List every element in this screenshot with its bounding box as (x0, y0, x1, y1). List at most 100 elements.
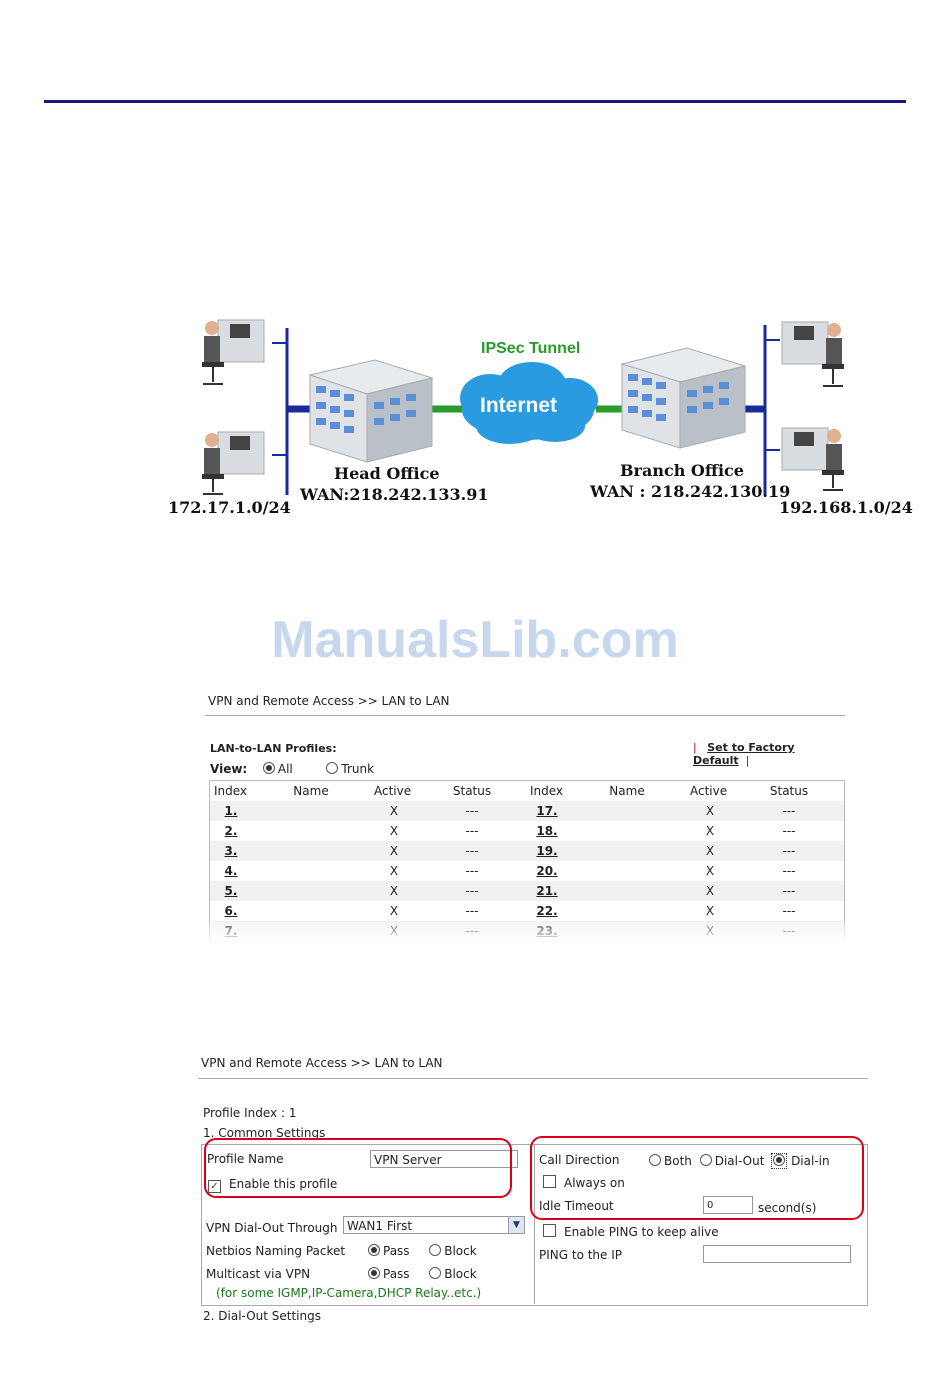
col-header: Name (609, 784, 645, 798)
table-cell (252, 861, 370, 881)
table-cell: --- (465, 904, 479, 918)
table-cell (252, 821, 370, 841)
always-on-label: Always on (564, 1176, 625, 1190)
branch-wan-label: WAN : 218.242.130.19 (590, 482, 791, 501)
table-row: 4.X---20.X--- (210, 861, 844, 881)
table-row: 3.X---19.X--- (210, 841, 844, 861)
col-header: Active (690, 784, 728, 798)
ping-ip-input[interactable] (703, 1245, 851, 1263)
profile-index-link[interactable]: 3. (210, 841, 252, 861)
profile-index-link[interactable]: 5. (210, 881, 252, 901)
table-row: 5.X---21.X--- (210, 881, 844, 901)
watermark: ManualsLib.com (271, 611, 679, 669)
table-cell (568, 841, 686, 861)
view-trunk-radio[interactable] (326, 762, 339, 774)
netbios-block-radio[interactable] (429, 1244, 442, 1256)
profile-name-input[interactable]: VPN Server (370, 1150, 518, 1168)
table-cell: X (389, 904, 399, 918)
profiles-label: LAN-to-LAN Profiles: (210, 742, 337, 755)
table-cell (568, 801, 686, 821)
col-header: Index (214, 784, 248, 798)
table-cell: --- (418, 801, 526, 821)
table-cell: X (686, 881, 734, 901)
idle-timeout-label: Idle Timeout (539, 1199, 614, 1213)
call-dialout-radio[interactable] (699, 1154, 712, 1166)
divider (205, 715, 845, 716)
table-cell (568, 861, 686, 881)
call-both-label: Both (664, 1154, 692, 1168)
table-cell: --- (782, 904, 796, 918)
netbios-pass-radio[interactable] (368, 1244, 380, 1256)
enable-ping-label: Enable PING to keep alive (564, 1225, 719, 1239)
table-cell: --- (734, 881, 844, 901)
table-cell: --- (465, 824, 479, 838)
table-cell: --- (734, 841, 844, 861)
profile-index-link[interactable]: 21. (526, 881, 568, 901)
right-subnet-label: 192.168.1.0/24 (779, 498, 913, 517)
idle-timeout-input[interactable]: 0 (703, 1196, 753, 1214)
profile-index-link[interactable]: 2. (224, 824, 238, 838)
dialout-through-value: WAN1 First (347, 1219, 413, 1233)
profiles-table: Index Name Active Status Index Name Acti… (210, 781, 844, 941)
table-cell (252, 801, 370, 821)
table-cell: X (705, 864, 715, 878)
view-row: View: All Trunk (210, 762, 374, 776)
table-cell (252, 901, 370, 921)
profile-index-link[interactable]: 4. (224, 864, 238, 878)
view-all-label: All (277, 762, 293, 776)
table-cell: X (686, 841, 734, 861)
multicast-pass-label: Pass (383, 1267, 410, 1281)
profile-index-link[interactable]: 19. (526, 841, 568, 861)
workstation-icon (781, 321, 844, 387)
table-cell: X (370, 841, 418, 861)
table-row: 6.X---22.X--- (210, 901, 844, 921)
col-header: Active (374, 784, 412, 798)
left-subnet-label: 172.17.1.0/24 (168, 498, 291, 517)
table-cell: X (389, 864, 399, 878)
call-both-radio[interactable] (649, 1154, 661, 1166)
enable-ping-checkbox[interactable] (543, 1224, 556, 1237)
table-cell: X (370, 801, 418, 821)
network-diagram-graphic (202, 319, 844, 495)
multicast-block-radio[interactable] (429, 1267, 442, 1279)
pipe-separator: | (693, 741, 697, 754)
profile-index-link[interactable]: 1. (210, 801, 252, 821)
call-dialin-label: Dial-in (791, 1154, 830, 1168)
table-row: 1.X---17.X--- (210, 801, 844, 821)
table-cell: --- (418, 881, 526, 901)
table-cell: X (389, 824, 399, 838)
view-label: View: (210, 762, 248, 776)
building-icon (620, 347, 747, 449)
chevron-down-icon: ▼ (508, 1217, 524, 1233)
dialin-focus (771, 1153, 788, 1169)
always-on-row: Always on (543, 1175, 625, 1190)
workstation-icon (202, 319, 265, 385)
dialout-through-label: VPN Dial-Out Through (206, 1221, 338, 1235)
highlight-right (530, 1136, 864, 1220)
table-header-row: Index Name Active Status Index Name Acti… (210, 781, 844, 801)
table-cell (252, 881, 370, 901)
profile-name-label: Profile Name (207, 1152, 284, 1166)
profile-index-link[interactable]: 22. (536, 904, 558, 918)
profile-index-link[interactable]: 20. (536, 864, 558, 878)
head-office-label: Head Office (334, 464, 440, 483)
branch-office-label: Branch Office (620, 461, 744, 480)
ping-ip-label: PING to the IP (539, 1248, 623, 1262)
profiles-table-frame: Index Name Active Status Index Name Acti… (209, 780, 845, 942)
factory-default-link[interactable]: Set to Factory Default (693, 741, 795, 767)
header-rule (44, 100, 906, 103)
breadcrumb: VPN and Remote Access >> LAN to LAN (201, 1056, 443, 1070)
view-all-radio[interactable] (262, 762, 275, 774)
cutoff-fade (200, 922, 860, 944)
profile-index-link[interactable]: 6. (224, 904, 238, 918)
call-dialin-radio[interactable] (773, 1154, 786, 1166)
dialout-through-select[interactable]: WAN1 First ▼ (343, 1216, 525, 1234)
profile-index-link[interactable]: 18. (536, 824, 558, 838)
always-on-checkbox[interactable] (543, 1175, 556, 1188)
multicast-pass-radio[interactable] (368, 1267, 380, 1279)
pipe-separator: | (745, 754, 750, 767)
call-dialout-label: Dial-Out (714, 1154, 765, 1168)
profile-index-link[interactable]: 17. (526, 801, 568, 821)
table-cell: X (705, 824, 715, 838)
table-cell: --- (465, 864, 479, 878)
